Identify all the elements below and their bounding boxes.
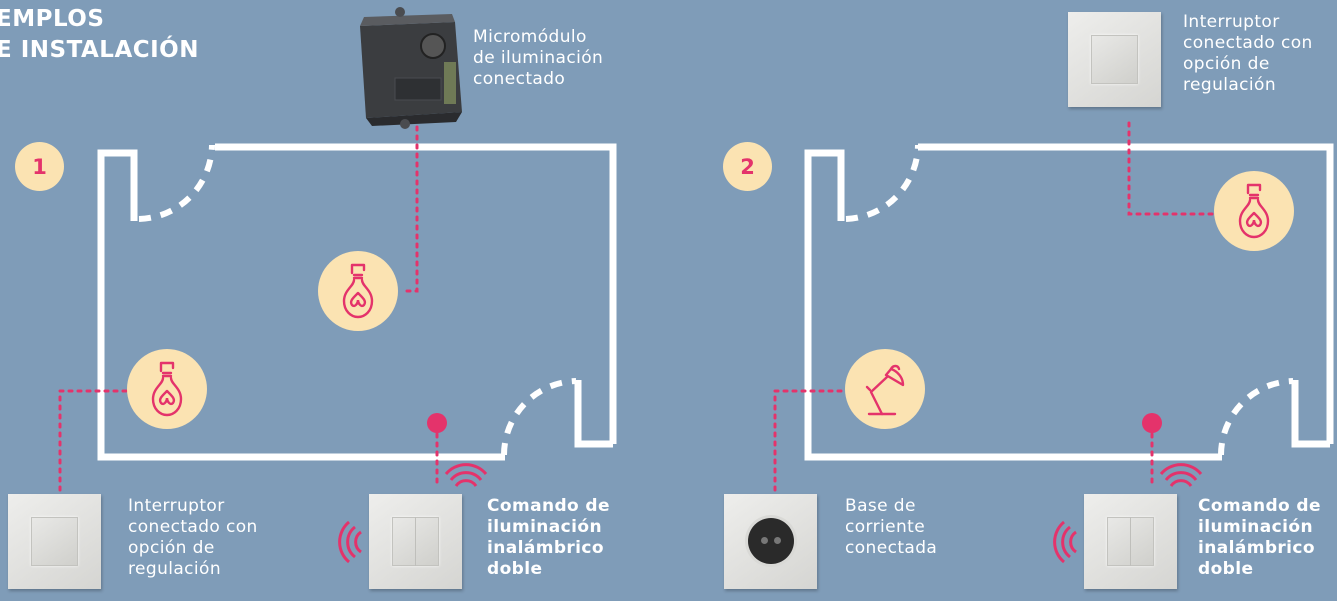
wireless-point-1 — [427, 413, 447, 433]
wireless-point-2 — [1142, 413, 1162, 433]
room-2-door-swings — [845, 144, 1294, 456]
title-line-1: EMPLOS — [0, 6, 105, 32]
title-line-2: E INSTALACIÓN — [0, 37, 199, 63]
scene-number-1: 1 — [15, 142, 64, 191]
micromodule-device — [360, 7, 462, 129]
room-1-door-swings — [138, 144, 577, 456]
wall-switch-device — [1068, 12, 1161, 107]
desk-lamp-icon — [845, 349, 925, 429]
wireless-signal-icon — [1053, 520, 1077, 564]
wall-socket-device — [724, 494, 817, 589]
scene-number-2: 2 — [723, 142, 772, 191]
bulb-icon — [127, 349, 207, 429]
page-title: EMPLOS E INSTALACIÓN — [0, 4, 199, 66]
wiring-dotted-lines — [58, 98, 1219, 492]
wireless-label-left: Comando de iluminación inalámbrico doble — [487, 496, 610, 579]
wireless-signal-icon — [338, 520, 362, 564]
switch-label-left: Interruptor conectado con opción de regu… — [128, 496, 258, 579]
wireless-double-switch-device — [369, 494, 462, 589]
room-2-walls — [804, 143, 1334, 461]
room-1-walls — [97, 143, 617, 461]
wireless-signal-icon — [1159, 463, 1203, 487]
micromodule-label: Micromódulo de iluminación conectado — [473, 27, 604, 89]
wireless-double-switch-device — [1084, 494, 1177, 589]
wall-switch-device — [8, 494, 101, 589]
socket-label: Base de corriente conectada — [845, 496, 938, 558]
switch-label-right: Interruptor conectado con opción de regu… — [1183, 12, 1313, 95]
bulb-icon — [1214, 171, 1294, 251]
wireless-signal-icon — [444, 463, 488, 487]
bulb-icon — [318, 251, 398, 331]
wireless-label-right: Comando de iluminación inalámbrico doble — [1198, 496, 1321, 579]
